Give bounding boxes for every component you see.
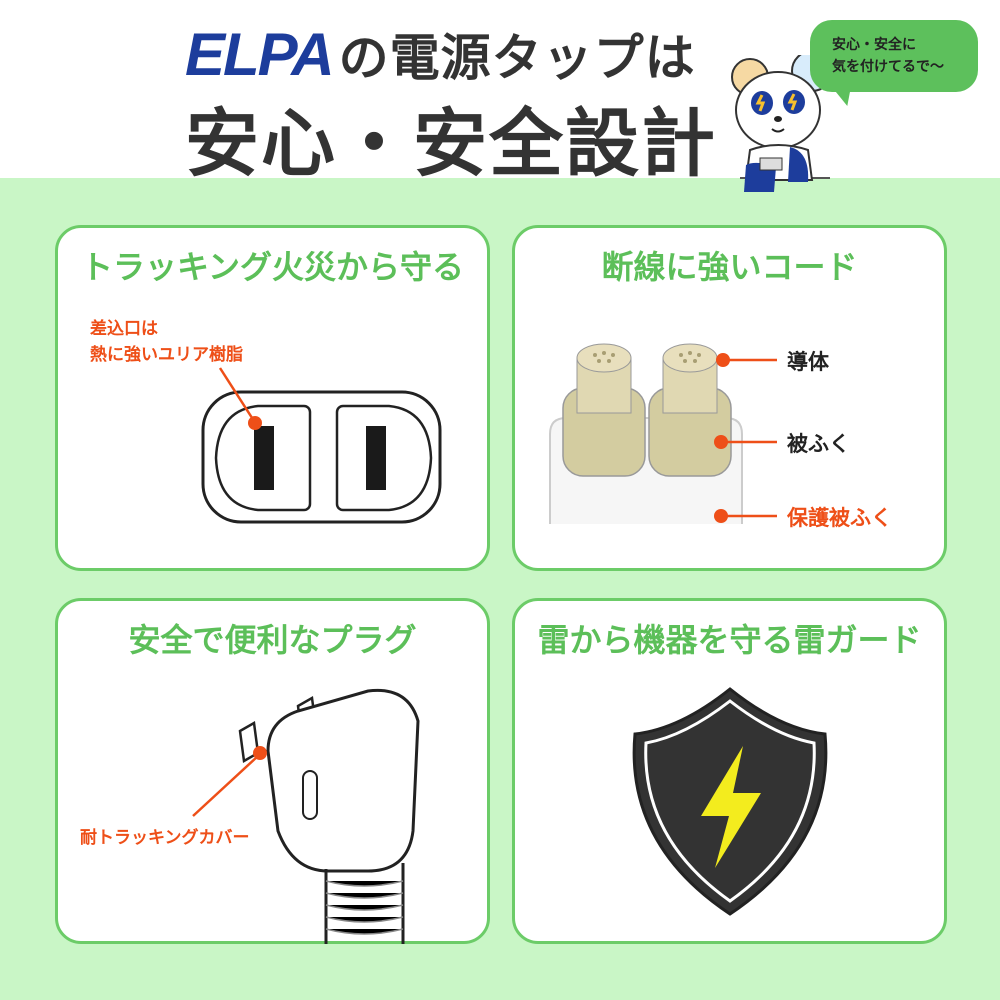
card-tracking-fire: トラッキング火災から守る 差込口は 熱に強いユリア樹脂	[55, 225, 490, 571]
callout-text: 差込口は 熱に強いユリア樹脂	[90, 316, 243, 368]
bubble-line1: 安心・安全に	[832, 37, 916, 53]
card-title: 安全で便利なプラグ	[128, 621, 417, 659]
cord-illustration	[549, 343, 777, 524]
card-title: トラッキング火災から守る	[80, 248, 465, 286]
bubble-line2: 気を付けてるで〜	[832, 59, 944, 75]
callout-line1: 差込口は	[90, 319, 158, 339]
card-cord: 断線に強いコード 導体 被ふく 保護被ふく	[512, 225, 947, 571]
outlet-illustration	[201, 367, 442, 524]
card-title: 断線に強いコード	[601, 248, 858, 286]
title-line2: 安心・安全設計	[185, 101, 717, 187]
speech-bubble: 安心・安全に 気を付けてるで〜	[810, 20, 978, 92]
label-insulation: 被ふく	[787, 432, 850, 456]
callout-line2: 熱に強いユリア樹脂	[90, 345, 243, 365]
label-sheath: 保護被ふく	[787, 506, 892, 530]
card-lightning-guard: 雷から機器を守る雷ガード	[512, 598, 947, 944]
elpa-logo: ELPA	[185, 21, 335, 88]
callout-text: 耐トラッキングカバー	[80, 828, 250, 848]
card-plug: 安全で便利なプラグ 耐トラッキングカバー	[55, 598, 490, 944]
shield-lightning-icon	[632, 687, 828, 916]
plug-illustration	[192, 688, 420, 944]
card-title: 雷から機器を守る雷ガード	[537, 621, 922, 659]
label-conductor: 導体	[787, 350, 829, 374]
